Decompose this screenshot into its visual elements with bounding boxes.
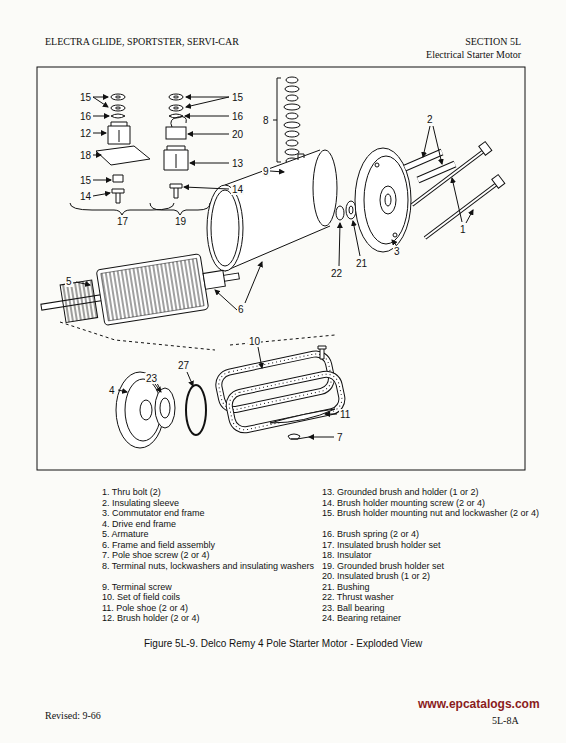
parts-list-item: 13. Grounded brush and holder (1 or 2): [322, 487, 479, 498]
page-number: 5L-8A: [492, 715, 519, 727]
callout-number: 5: [65, 276, 73, 287]
callout-number: 23: [145, 373, 158, 384]
parts-list-item: 7. Pole shoe screw (2 or 4): [102, 550, 210, 561]
parts-list-item: 8. Terminal nuts, lockwashers and insula…: [102, 561, 321, 572]
callout-number: 20: [231, 129, 244, 140]
parts-list-item: 21. Bushing: [322, 582, 370, 593]
callout-number: 3: [393, 246, 401, 257]
parts-list-item: 9. Terminal screw: [102, 582, 172, 593]
ball-bearing: [155, 388, 175, 428]
parts-list-item: 2. Insulating sleeve: [102, 498, 179, 509]
parts-list-item: 15. Brush holder mounting nut and lockwa…: [322, 508, 541, 519]
callout-number: 10: [248, 336, 261, 347]
callout-number: 18: [79, 150, 92, 161]
callout-number: 4: [108, 385, 116, 396]
bushing: [346, 201, 356, 219]
callout-number: 21: [355, 258, 368, 269]
callout-number: 11: [339, 409, 351, 420]
callout-number: 15: [79, 92, 92, 103]
callout-number: 1: [459, 224, 467, 235]
pole-shoe-screw: [288, 434, 309, 439]
callout-number: 15: [79, 175, 92, 186]
parts-list-item: 11. Pole shoe (2 or 4): [102, 603, 188, 614]
page-header: ELECTRA GLIDE, SPORTSTER, SERVI-CAR: [45, 36, 239, 48]
callout-number: 14: [231, 184, 244, 195]
parts-list-item: 3. Commutator end frame: [102, 508, 205, 519]
pole-shoe: [270, 409, 335, 423]
frame-and-field-assembly: [207, 150, 337, 271]
callout-number: 15: [231, 92, 244, 103]
parts-list-item: 18. Insulator: [322, 550, 372, 561]
parts-list-item: 22. Thrust washer: [322, 592, 394, 603]
parts-list-item: 16. Brush spring (2 or 4): [322, 529, 419, 540]
figure-caption: Figure 5L-9. Delco Remy 4 Pole Starter M…: [144, 638, 422, 650]
thrust-washer: [336, 206, 344, 220]
parts-list-item: 14. Brush holder mounting screw (2 or 4): [322, 498, 485, 509]
watermark: www.epcatalogs.com: [418, 697, 540, 711]
parts-list-item: 4. Drive end frame: [102, 519, 176, 530]
callout-number: 16: [231, 111, 244, 122]
section-number: SECTION 5L: [465, 36, 521, 48]
revision-date: Revised: 9-66: [45, 710, 101, 722]
callout-number: 16: [79, 111, 92, 122]
callout-number: 19: [174, 216, 187, 227]
grounded-brush-holder-set: [150, 94, 210, 215]
terminal-screw: [318, 346, 326, 359]
armature: [37, 248, 243, 335]
insulated-brush-holder-set: [70, 94, 174, 215]
callout-number: 14: [79, 191, 92, 202]
parts-list-item: 6. Frame and field assembly: [102, 540, 215, 551]
parts-list-item: 17. Insulated brush holder set: [322, 540, 441, 551]
callout-number: 17: [116, 216, 129, 227]
callout-number: 8: [262, 115, 270, 126]
thru-bolt: [412, 142, 505, 238]
bearing-retainer: [186, 385, 206, 435]
parts-list-item: 1. Thru bolt (2): [102, 487, 161, 498]
field-coils: [216, 350, 344, 433]
callout-number: 13: [231, 158, 244, 169]
callout-number: 2: [426, 114, 434, 125]
parts-list-item: 24. Bearing retainer: [322, 613, 401, 624]
commutator-end-frame: [355, 148, 411, 252]
leader-lines: [76, 97, 473, 437]
parts-list-item: 10. Set of field coils: [102, 592, 180, 603]
callout-number: 12: [79, 128, 92, 139]
callout-number: 22: [330, 268, 343, 279]
parts-list-item: 20. Insulated brush (1 or 2): [322, 571, 430, 582]
parts-list-item: 19. Grounded brush holder set: [322, 561, 444, 572]
parts-list-item: 5. Armature: [102, 529, 149, 540]
parts-list-item: 23. Ball bearing: [322, 603, 385, 614]
section-title: Electrical Starter Motor: [426, 49, 521, 61]
callout-number: 6: [237, 304, 245, 315]
callout-number: 27: [177, 360, 190, 371]
callout-number: 7: [336, 432, 344, 443]
parts-list-item: 12. Brush holder (2 or 4): [102, 613, 200, 624]
callout-number: 9: [262, 166, 270, 177]
